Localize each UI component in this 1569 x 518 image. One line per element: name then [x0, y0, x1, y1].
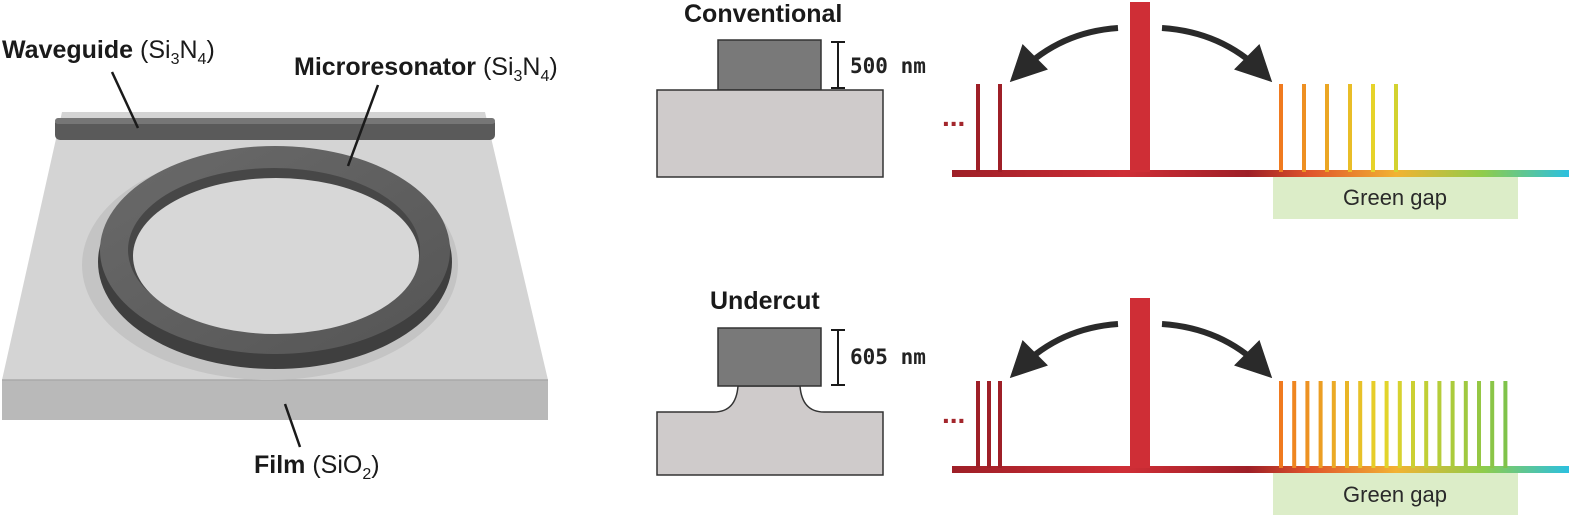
undercut-dots: ...: [942, 398, 965, 429]
chip-illustration: [2, 71, 548, 448]
undercut-right-comb-line: [1279, 381, 1283, 468]
undercut-substrate: [656, 385, 884, 476]
conventional-pump-line: [1130, 2, 1150, 172]
undercut-left-comb-line: [998, 381, 1002, 468]
conventional-title: Conventional: [684, 0, 842, 28]
conventional-core: [717, 39, 822, 91]
undercut-green-gap-label: Green gap: [1343, 482, 1447, 507]
undercut-left-arrow: [1009, 321, 1119, 379]
undercut-right-comb-line: [1371, 381, 1376, 468]
waveguide-label: Waveguide (Si3N4): [2, 36, 215, 68]
undercut-cross-section: Undercut 605 nm: [656, 287, 926, 476]
undercut-left-comb-line: [976, 381, 980, 468]
conventional-dots: ...: [942, 101, 965, 132]
undercut-right-comb-line: [1331, 381, 1336, 468]
undercut-right-comb-line: [1318, 381, 1323, 468]
film-slab-front: [2, 380, 548, 420]
undercut-core: [717, 327, 822, 387]
conventional-cross-section: Conventional 500 nm: [656, 0, 926, 178]
undercut-right-comb-line: [1450, 381, 1455, 468]
undercut-right-comb-line: [1345, 381, 1349, 468]
undercut-pump-line: [1130, 298, 1150, 468]
conventional-substrate: [656, 89, 884, 178]
film-pointer: [283, 403, 302, 448]
conventional-thickness-bracket: [831, 41, 845, 89]
undercut-right-comb-line: [1292, 381, 1297, 468]
undercut-right-comb-line: [1411, 381, 1415, 468]
undercut-right-comb-line: [1305, 381, 1310, 468]
conventional-green-gap-label: Green gap: [1343, 185, 1447, 210]
microresonator-label: Microresonator (Si3N4): [294, 53, 558, 85]
conventional-green-gap: [1273, 177, 1518, 219]
conventional-right-comb-line: [1394, 84, 1398, 172]
conventional-frequency-axis: [952, 170, 1569, 177]
undercut-thickness-bracket: [831, 329, 845, 386]
conventional-left-arrow: [1009, 25, 1119, 83]
conventional-right-comb-line: [1371, 84, 1375, 172]
undercut-right-comb-line: [1437, 381, 1442, 468]
undercut-spectrum: Green gap ...: [942, 298, 1569, 515]
ring-inner-film: [133, 178, 419, 334]
undercut-right-arrow: [1161, 321, 1273, 379]
undercut-frequency-axis: [952, 466, 1569, 473]
undercut-title: Undercut: [710, 287, 820, 315]
conventional-left-comb-line: [998, 84, 1002, 172]
undercut-right-comb-line: [1358, 381, 1363, 468]
undercut-right-comb-line: [1384, 381, 1389, 468]
microresonator-pointer: [346, 84, 380, 167]
conventional-right-arrow: [1161, 25, 1273, 83]
undercut-thickness-label: 605 nm: [850, 345, 926, 369]
undercut-green-gap: [1273, 473, 1518, 515]
undercut-left-comb-line: [987, 381, 991, 468]
conventional-right-comb-line: [1279, 84, 1283, 172]
undercut-right-comb-line: [1477, 381, 1481, 468]
film-label: Film (SiO2): [254, 451, 380, 483]
conventional-right-comb-line: [1302, 84, 1306, 172]
undercut-right-comb-line: [1463, 381, 1468, 468]
waveguide-pointer: [110, 71, 140, 129]
conventional-right-comb-line: [1348, 84, 1352, 172]
conventional-spectrum: Green gap ...: [942, 2, 1569, 219]
undercut-right-comb-line: [1490, 381, 1495, 468]
conventional-thickness-label: 500 nm: [850, 54, 926, 78]
undercut-right-comb-line: [1424, 381, 1429, 468]
undercut-right-comb-line: [1397, 381, 1402, 468]
undercut-right-comb-line: [1503, 381, 1508, 468]
conventional-left-comb-line: [976, 84, 980, 172]
conventional-right-comb-line: [1325, 84, 1329, 172]
